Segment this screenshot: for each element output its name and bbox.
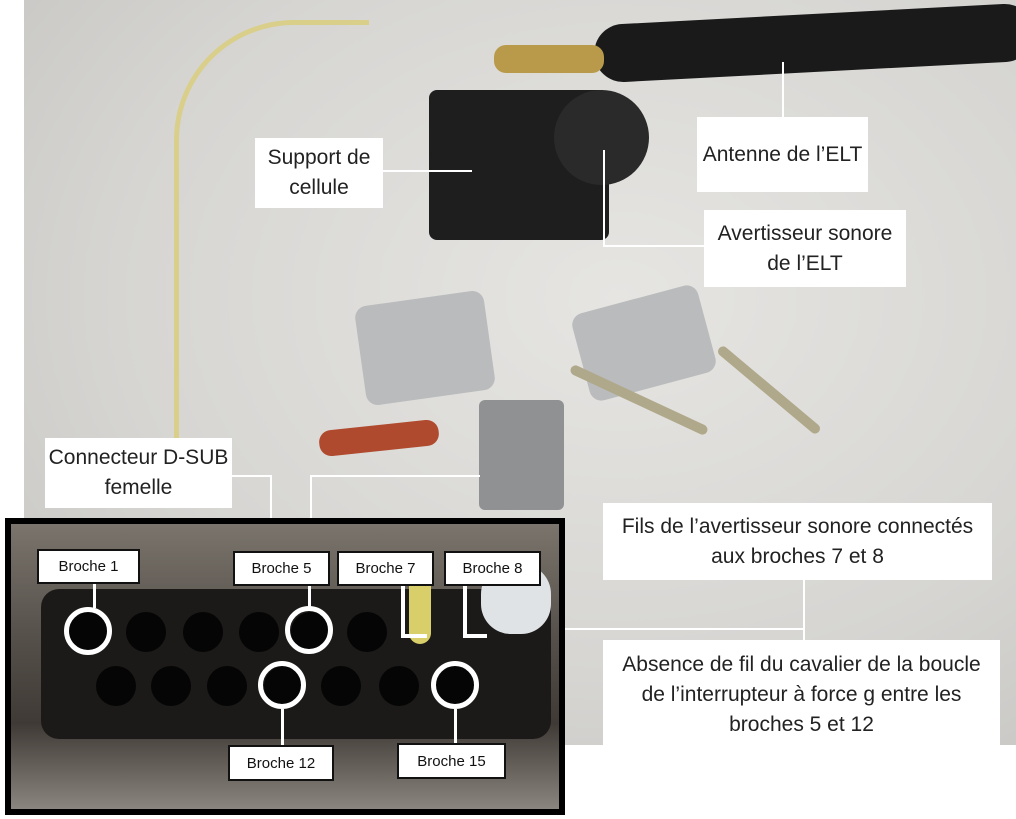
pin-hole: [321, 666, 361, 706]
pin-hole: [207, 666, 247, 706]
wires-leader-h: [560, 628, 804, 630]
yellow-wire: [174, 20, 369, 445]
pin7-leader-v: [401, 586, 405, 638]
pin15-marker: [431, 661, 479, 709]
screw-2: [715, 344, 823, 436]
buzzer-leader-h: [603, 245, 704, 247]
pin-hole: [239, 612, 279, 652]
buzzer-body: [554, 90, 649, 185]
pin-hole: [96, 666, 136, 706]
pin-hole: [379, 666, 419, 706]
antenna-connector: [494, 45, 604, 73]
pin8-leader-v: [463, 586, 467, 638]
wires-label: Fils de l’avertisseur sonore connectés a…: [603, 503, 992, 580]
dsub-connector: [479, 400, 564, 510]
pin1-leader: [93, 584, 96, 608]
pin15-label: Broche 15: [397, 743, 506, 779]
support-leader-line: [382, 170, 472, 172]
antenna-leader-line: [782, 62, 784, 118]
pin5-label: Broche 5: [233, 551, 330, 586]
pin12-leader: [281, 709, 284, 751]
pin7-label: Broche 7: [337, 551, 434, 586]
pin5-marker: [285, 606, 333, 654]
pin5-leader: [308, 586, 311, 608]
pin8-leader-h: [463, 634, 487, 638]
pin1-marker: [64, 607, 112, 655]
wires-leader-v: [803, 580, 805, 640]
antenna-cable: [592, 2, 1016, 84]
pin12-marker: [258, 661, 306, 709]
connector-leader-1: [232, 475, 272, 477]
pin7-leader-h: [401, 634, 427, 638]
pin8-label: Broche 8: [444, 551, 541, 586]
pin12-label: Broche 12: [228, 745, 334, 781]
pin-hole: [126, 612, 166, 652]
support-label: Support de cellule: [255, 138, 383, 208]
connector-leader-2: [270, 475, 272, 520]
connector-label: Connecteur D-SUB femelle: [45, 438, 232, 508]
connector-leader-3: [310, 475, 480, 477]
dsub-hood-left: [353, 289, 497, 407]
pin-hole: [183, 612, 223, 652]
buzzer-label: Avertisseur sonore de l’ELT: [704, 210, 906, 287]
connector-leader-4: [310, 475, 312, 520]
pin-hole: [151, 666, 191, 706]
pin15-leader: [454, 709, 457, 749]
pin1-label: Broche 1: [37, 549, 140, 584]
missing-jumper-label: Absence de fil du cavalier de la boucle …: [603, 640, 1000, 750]
antenna-label: Antenne de l’ELT: [697, 117, 868, 192]
connector-closeup-inset: Broche 1 Broche 5 Broche 7 Broche 8 Broc…: [5, 518, 565, 815]
buzzer-leader-v: [603, 150, 605, 246]
pin-hole: [347, 612, 387, 652]
dsub-hood-right: [569, 282, 719, 404]
